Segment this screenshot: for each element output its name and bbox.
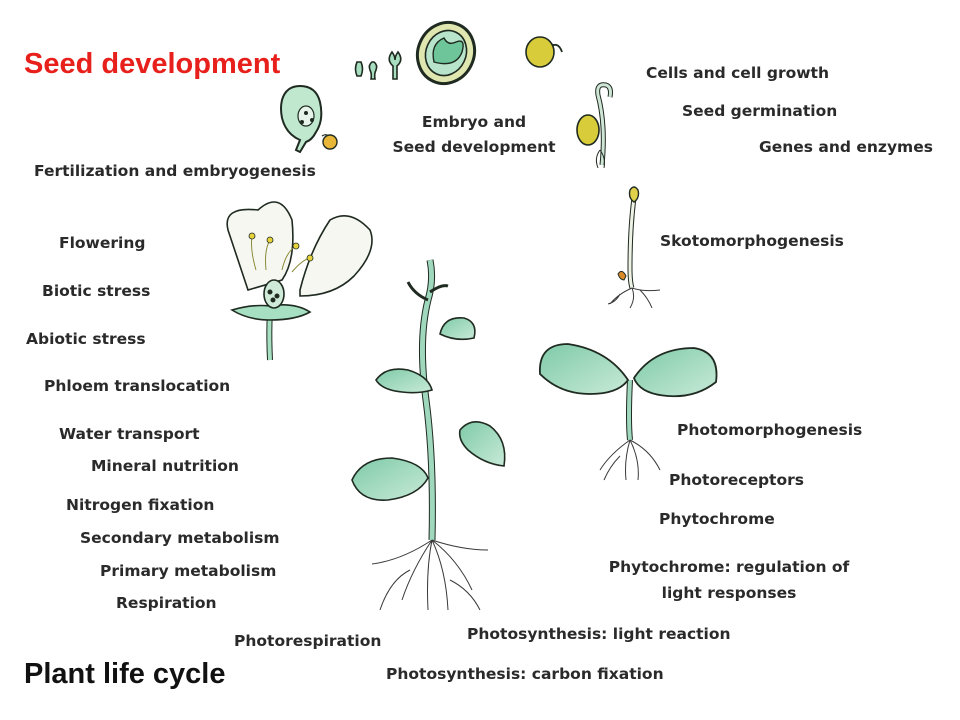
label-photorespiration: Photorespiration	[234, 632, 382, 650]
label-photosynthesis-carbon: Photosynthesis: carbon fixation	[386, 665, 664, 683]
label-water-transport: Water transport	[59, 425, 200, 443]
label-photomorphogenesis: Photomorphogenesis	[677, 421, 863, 439]
embryo-stages-drawing	[354, 50, 402, 80]
seed-cross-section-drawing	[415, 21, 477, 85]
young-seedling-drawing	[539, 343, 718, 481]
label-seed-germination: Seed germination	[682, 102, 838, 120]
label-phytochrome: Phytochrome	[659, 510, 775, 528]
seed-development-title: Seed development	[24, 48, 281, 80]
label-embryo-line2: Seed development	[392, 138, 556, 156]
label-abiotic-stress: Abiotic stress	[26, 330, 146, 348]
label-phytochrome-regulation-line2: light responses	[661, 584, 797, 602]
label-secondary-metabolism: Secondary metabolism	[80, 529, 280, 547]
etiolated-seedling-drawing	[607, 186, 661, 309]
label-photosynthesis-light: Photosynthesis: light reaction	[467, 625, 731, 643]
fertilization-drawing	[280, 84, 338, 154]
label-genes-enzymes: Genes and enzymes	[759, 138, 933, 156]
seedling-hook-drawing	[576, 82, 613, 169]
label-skotomorphogenesis: Skotomorphogenesis	[660, 232, 844, 250]
flower-drawing	[226, 201, 373, 361]
label-photoreceptors: Photoreceptors	[669, 471, 804, 489]
label-phytochrome-regulation-line1: Phytochrome: regulation of	[608, 558, 850, 576]
label-fertilization: Fertilization and embryogenesis	[34, 162, 316, 180]
label-primary-metabolism: Primary metabolism	[100, 562, 277, 580]
plant-life-cycle-title: Plant life cycle	[24, 658, 226, 690]
label-flowering: Flowering	[59, 234, 146, 252]
label-phloem: Phloem translocation	[44, 377, 231, 395]
label-cells-growth: Cells and cell growth	[646, 64, 829, 82]
label-respiration: Respiration	[116, 594, 217, 612]
label-nitrogen-fixation: Nitrogen fixation	[66, 496, 215, 514]
germinating-seed-drawing	[525, 36, 563, 68]
label-biotic-stress: Biotic stress	[42, 282, 151, 300]
label-mineral-nutrition: Mineral nutrition	[91, 457, 239, 475]
label-embryo-line1: Embryo and	[421, 113, 527, 131]
mature-plant-drawing	[351, 259, 506, 611]
